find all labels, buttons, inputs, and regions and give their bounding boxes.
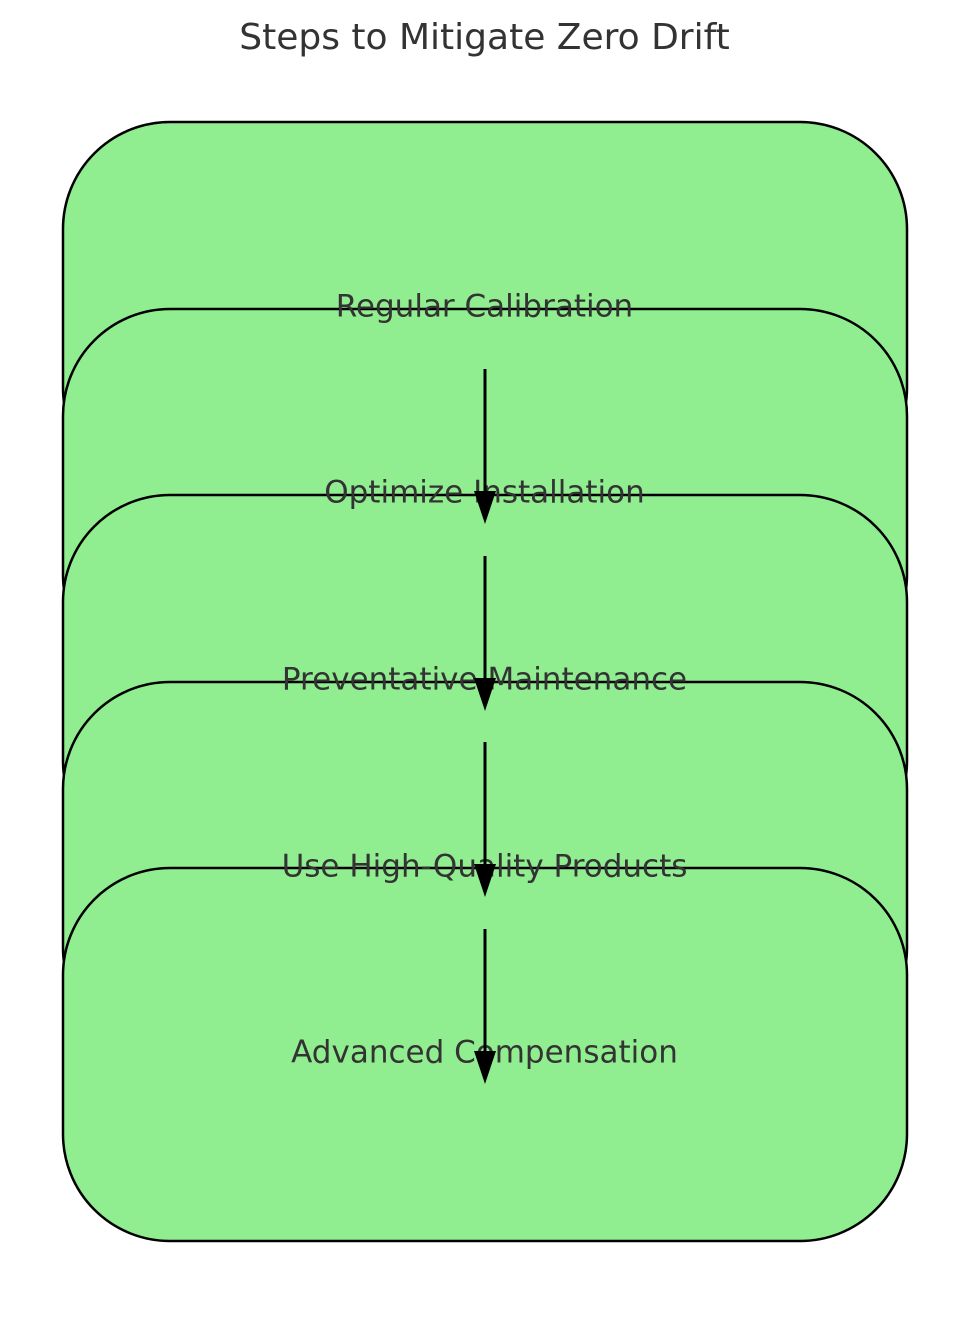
step-label-regular-calibration: Regular Calibration: [336, 289, 633, 325]
flow-arrow-2: [474, 556, 496, 711]
arrowhead-icon: [474, 491, 496, 524]
arrowhead-icon: [474, 678, 496, 711]
flow-arrow-4: [474, 929, 496, 1084]
arrowhead-icon: [474, 1051, 496, 1084]
arrows-group: [474, 369, 496, 1084]
diagram-title: Steps to Mitigate Zero Drift: [239, 17, 730, 58]
flow-arrow-1: [474, 369, 496, 524]
arrowhead-icon: [474, 864, 496, 897]
flow-arrow-3: [474, 742, 496, 897]
